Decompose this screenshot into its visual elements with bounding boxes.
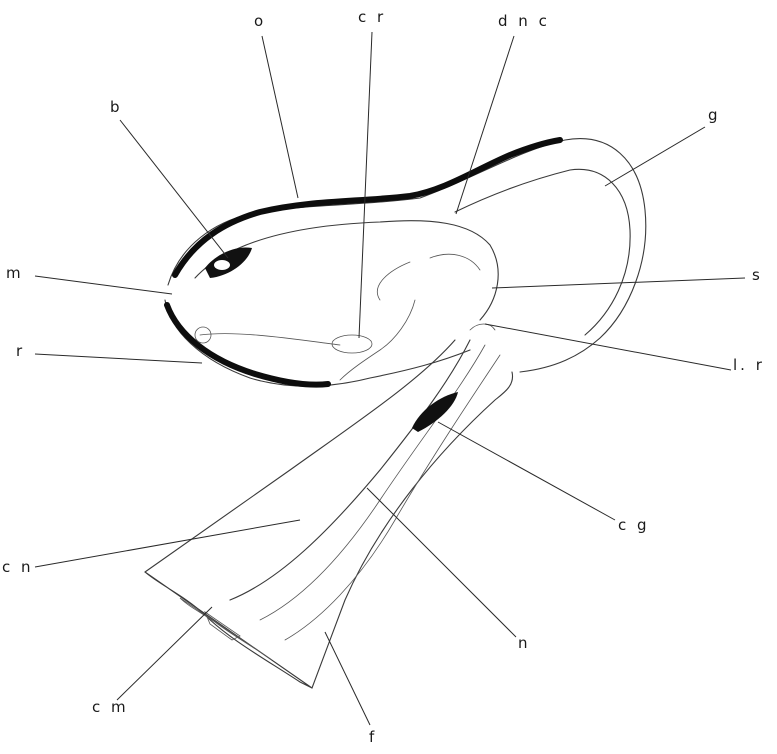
label-lr: l. r: [733, 358, 765, 373]
label-r: r: [16, 344, 25, 359]
label-cn: c n: [2, 560, 34, 575]
label-n: n: [518, 636, 531, 651]
label-f: f: [369, 730, 377, 745]
label-cr: c r: [358, 10, 386, 25]
label-m: m: [6, 266, 24, 281]
internal-structures: [195, 254, 500, 640]
body-outline: [145, 139, 646, 688]
label-cm: c m: [92, 700, 129, 715]
label-s: s: [752, 268, 763, 283]
label-cg: c g: [618, 518, 650, 533]
label-b: b: [110, 100, 123, 115]
leader-lines: [35, 32, 745, 725]
label-o: o: [254, 14, 266, 29]
pigment-band: [167, 140, 560, 385]
label-dnc: d n c: [498, 14, 550, 29]
label-g: g: [708, 108, 721, 123]
